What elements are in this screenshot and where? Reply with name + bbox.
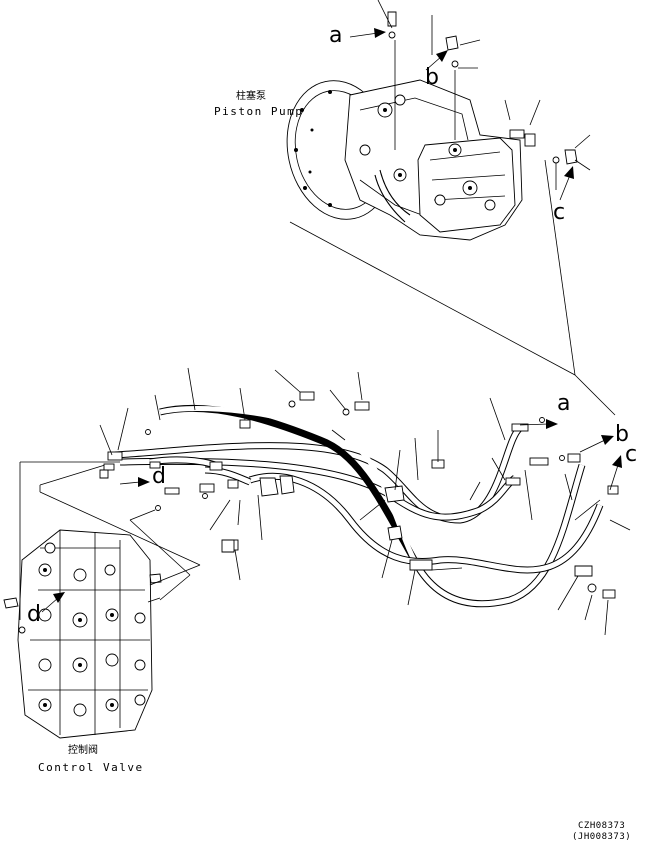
piston-pump-icon <box>286 11 578 241</box>
ref-a-pump: a <box>329 23 343 48</box>
control-valve-icon <box>3 529 162 739</box>
hose-lines <box>114 404 604 608</box>
reference-lines <box>19 0 616 620</box>
drawing-code-secondary: (JH008373) <box>572 832 632 842</box>
piston-pump-label-cn: 柱塞泵 <box>236 91 266 102</box>
ref-b-pump: b <box>425 65 439 90</box>
piston-pump-label-en: Piston Pump <box>214 105 304 118</box>
bolts <box>99 469 235 553</box>
control-valve-label-cn: 控制阀 <box>68 745 98 756</box>
ref-a-hose: a <box>557 391 571 416</box>
ref-d-hose: d <box>152 464 166 489</box>
control-valve-label-en: Control Valve <box>38 761 144 774</box>
ref-d-valve: d <box>27 602 41 627</box>
drawing-code: CZH08373 <box>578 821 626 831</box>
ref-c-hose: c <box>625 442 638 467</box>
direction-arrow-icon <box>41 28 622 613</box>
callout-leaders <box>99 367 631 636</box>
ref-b-hose: b <box>615 422 629 447</box>
ref-c-pump: c <box>553 200 566 225</box>
fittings-and-clamps <box>103 391 619 599</box>
